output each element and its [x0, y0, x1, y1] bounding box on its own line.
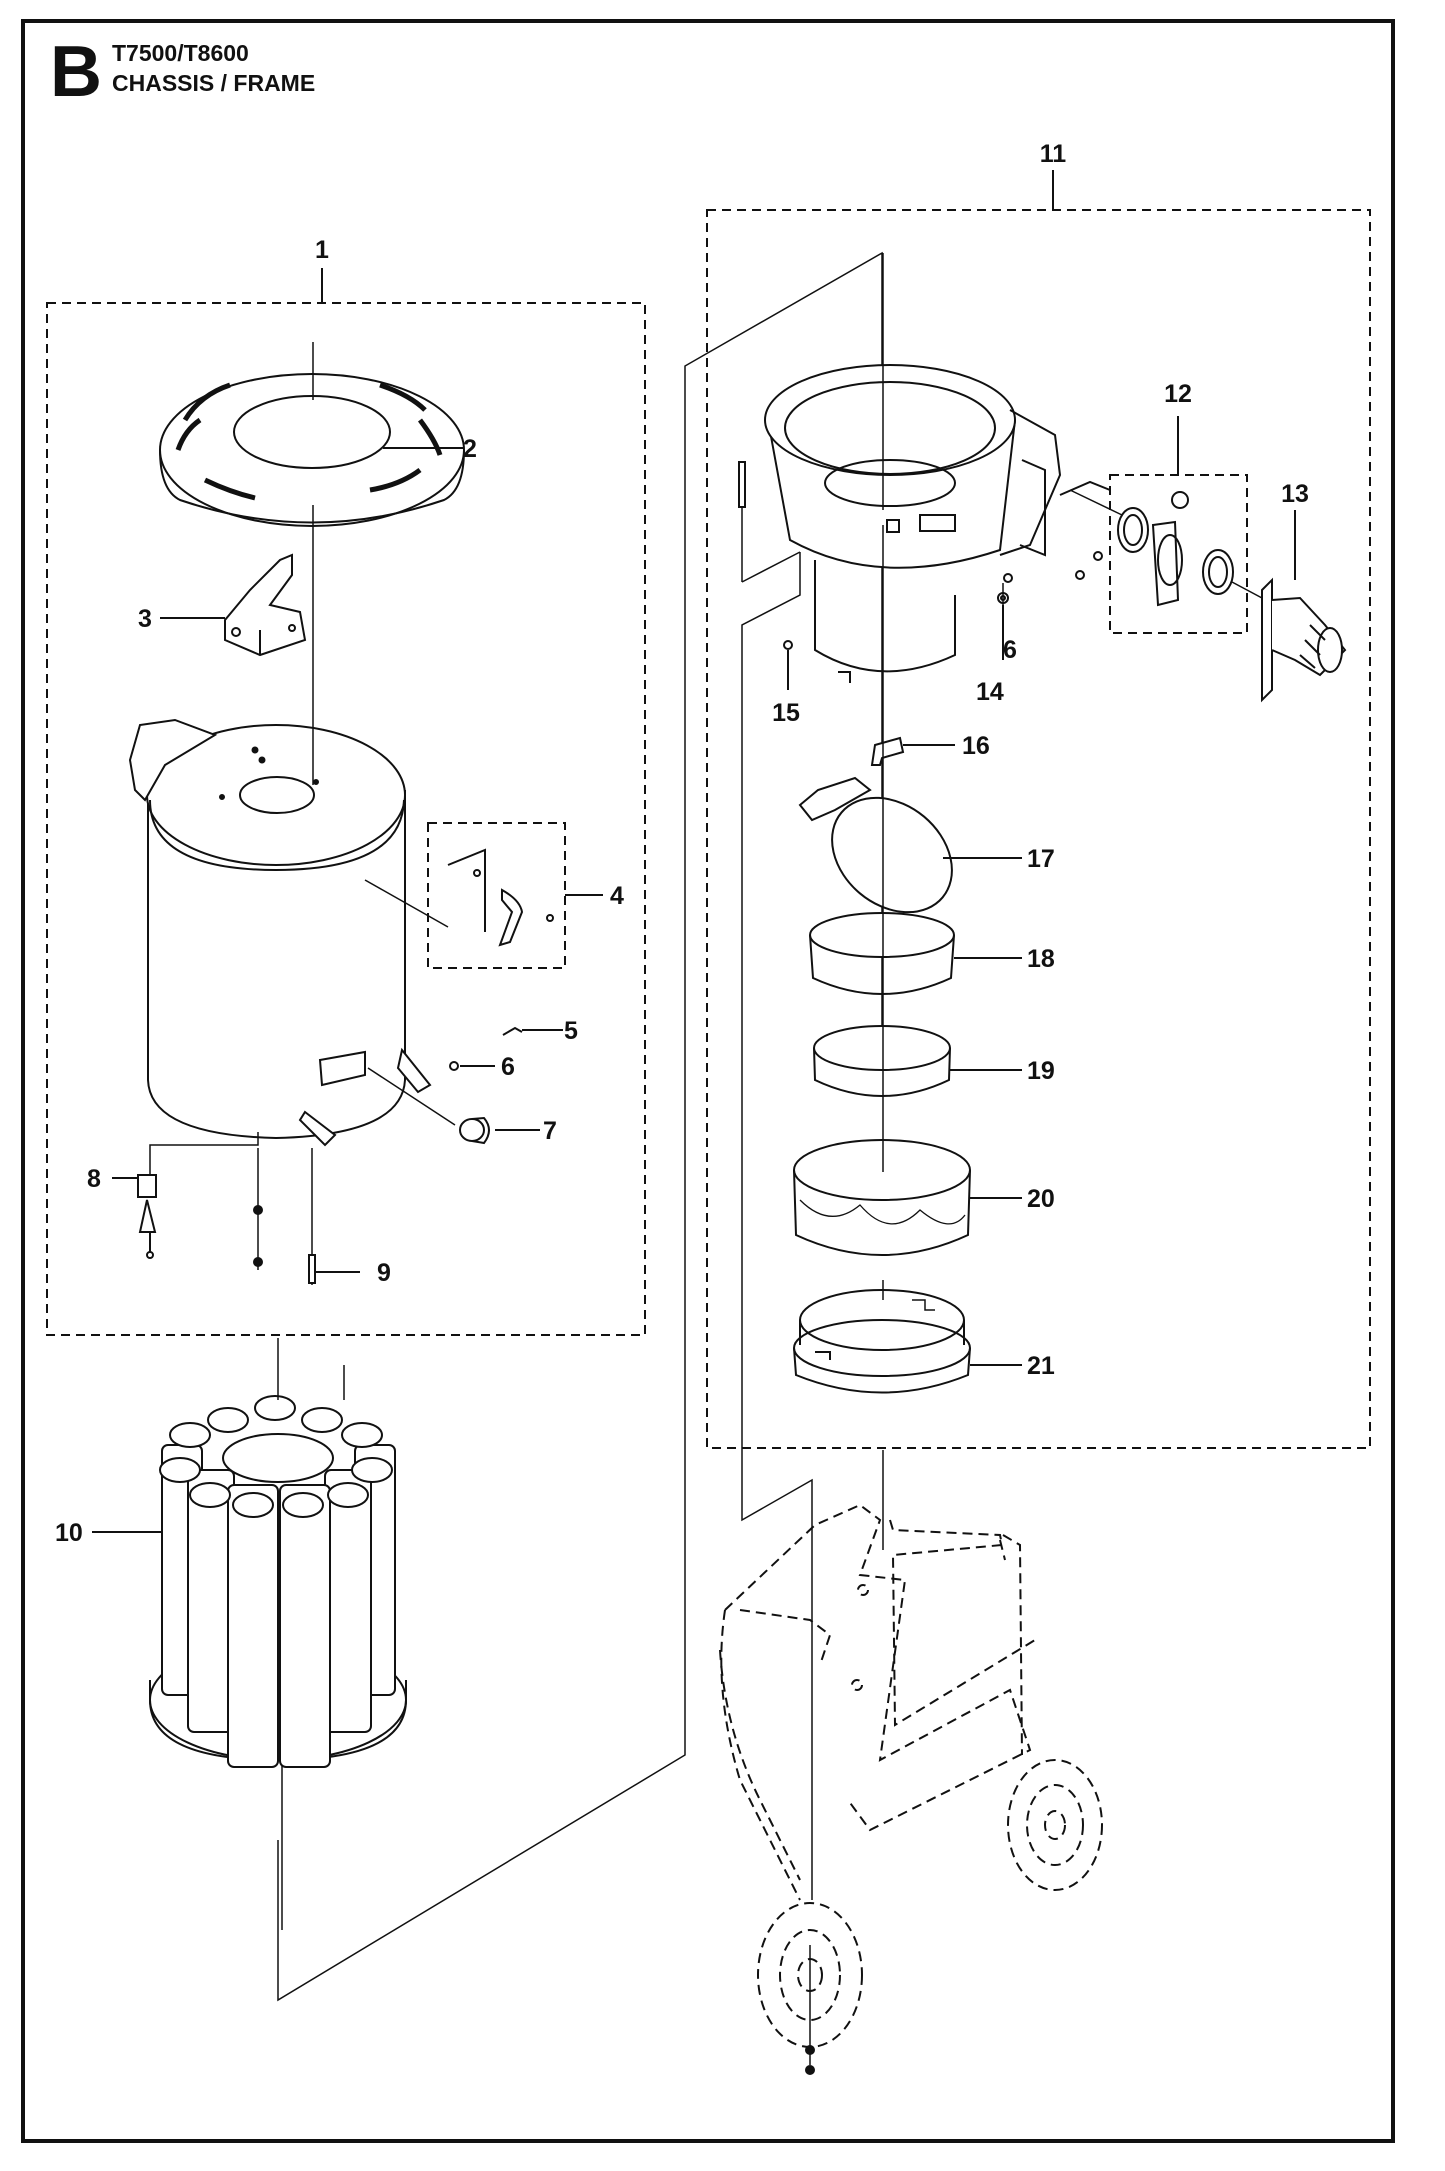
part-8-pointer	[149, 1132, 259, 1175]
callout-7: 7	[543, 1117, 557, 1145]
part-13-inlet	[1261, 577, 1347, 703]
body-bracket-right	[396, 1047, 432, 1094]
callout-9: 9	[377, 1259, 391, 1287]
axle-nut-2	[805, 2065, 815, 2075]
part-9-bolt	[308, 1254, 316, 1284]
callout-5: 5	[564, 1017, 578, 1045]
screw-b	[1075, 570, 1085, 580]
part-5-bolt	[502, 1026, 523, 1036]
callout-18: 18	[1027, 945, 1055, 973]
cart-frame-dashed	[719, 1503, 1036, 1901]
callout-19: 19	[1027, 1057, 1055, 1085]
part-4-handle	[447, 848, 554, 947]
part-20-filter	[793, 1139, 971, 1256]
part-7-foot	[459, 1116, 490, 1145]
callout-8: 8	[87, 1165, 101, 1193]
part-12-seals	[1117, 491, 1234, 607]
callout-11: 11	[1040, 140, 1067, 168]
main-cylinder-body	[128, 718, 406, 1140]
callout-21: 21	[1027, 1352, 1055, 1380]
part-4-pointer	[364, 879, 449, 928]
part-16-clip	[870, 736, 905, 766]
part-6-washer-left	[449, 1061, 459, 1071]
part-19-ring	[813, 1025, 951, 1097]
hardware-row	[1059, 480, 1111, 496]
axle-nut-1	[805, 2045, 815, 2055]
screw-a	[1093, 551, 1103, 561]
part-8-clamp	[137, 1174, 157, 1259]
axis-line-12	[1069, 489, 1123, 516]
callout-3: 3	[138, 605, 152, 633]
callout-13: 13	[1281, 480, 1309, 508]
part-17-flap	[798, 776, 953, 914]
small-clip	[838, 671, 851, 683]
callout-6-left: 6	[501, 1053, 515, 1081]
axis-line-13	[1231, 581, 1263, 599]
part-4-box	[427, 822, 566, 969]
callout-14: 14	[976, 678, 1004, 706]
funnel-housing	[764, 364, 1062, 673]
section-letter: B	[50, 32, 102, 112]
nut-1	[253, 1205, 263, 1215]
part-6-washer-right	[1003, 573, 1013, 583]
assembly-11-boundary	[706, 209, 1371, 1449]
part-15-screw	[783, 640, 793, 650]
assembly-1-boundary	[46, 302, 646, 1336]
callout-2: 2	[463, 435, 477, 463]
part-10-filter-cartridges	[149, 1395, 407, 1768]
callout-16: 16	[962, 732, 990, 760]
long-bolt	[738, 461, 746, 508]
connector-line-right	[741, 551, 813, 1900]
axis-line-7	[367, 1067, 456, 1126]
callout-1: 1	[315, 236, 329, 264]
diagram-border	[21, 19, 1395, 2143]
part-18-ring	[809, 912, 955, 995]
part-21-base	[793, 1289, 971, 1394]
callout-6-right: 6	[1003, 636, 1017, 664]
callout-12: 12	[1164, 380, 1192, 408]
callout-17: 17	[1027, 845, 1055, 873]
callout-10: 10	[55, 1519, 83, 1547]
model-number: T7500/T8600	[112, 40, 249, 66]
callout-4: 4	[610, 882, 624, 910]
nut-2	[253, 1257, 263, 1267]
callout-15: 15	[772, 699, 800, 727]
body-bracket-left	[318, 1050, 366, 1087]
callout-20: 20	[1027, 1185, 1055, 1213]
part-2-lid	[159, 373, 465, 527]
body-bracket-bottom	[298, 1110, 337, 1147]
part-3-bracket	[224, 553, 307, 657]
diagram-title: CHASSIS / FRAME	[112, 70, 316, 96]
cart-wheel-rear	[1007, 1759, 1103, 1891]
